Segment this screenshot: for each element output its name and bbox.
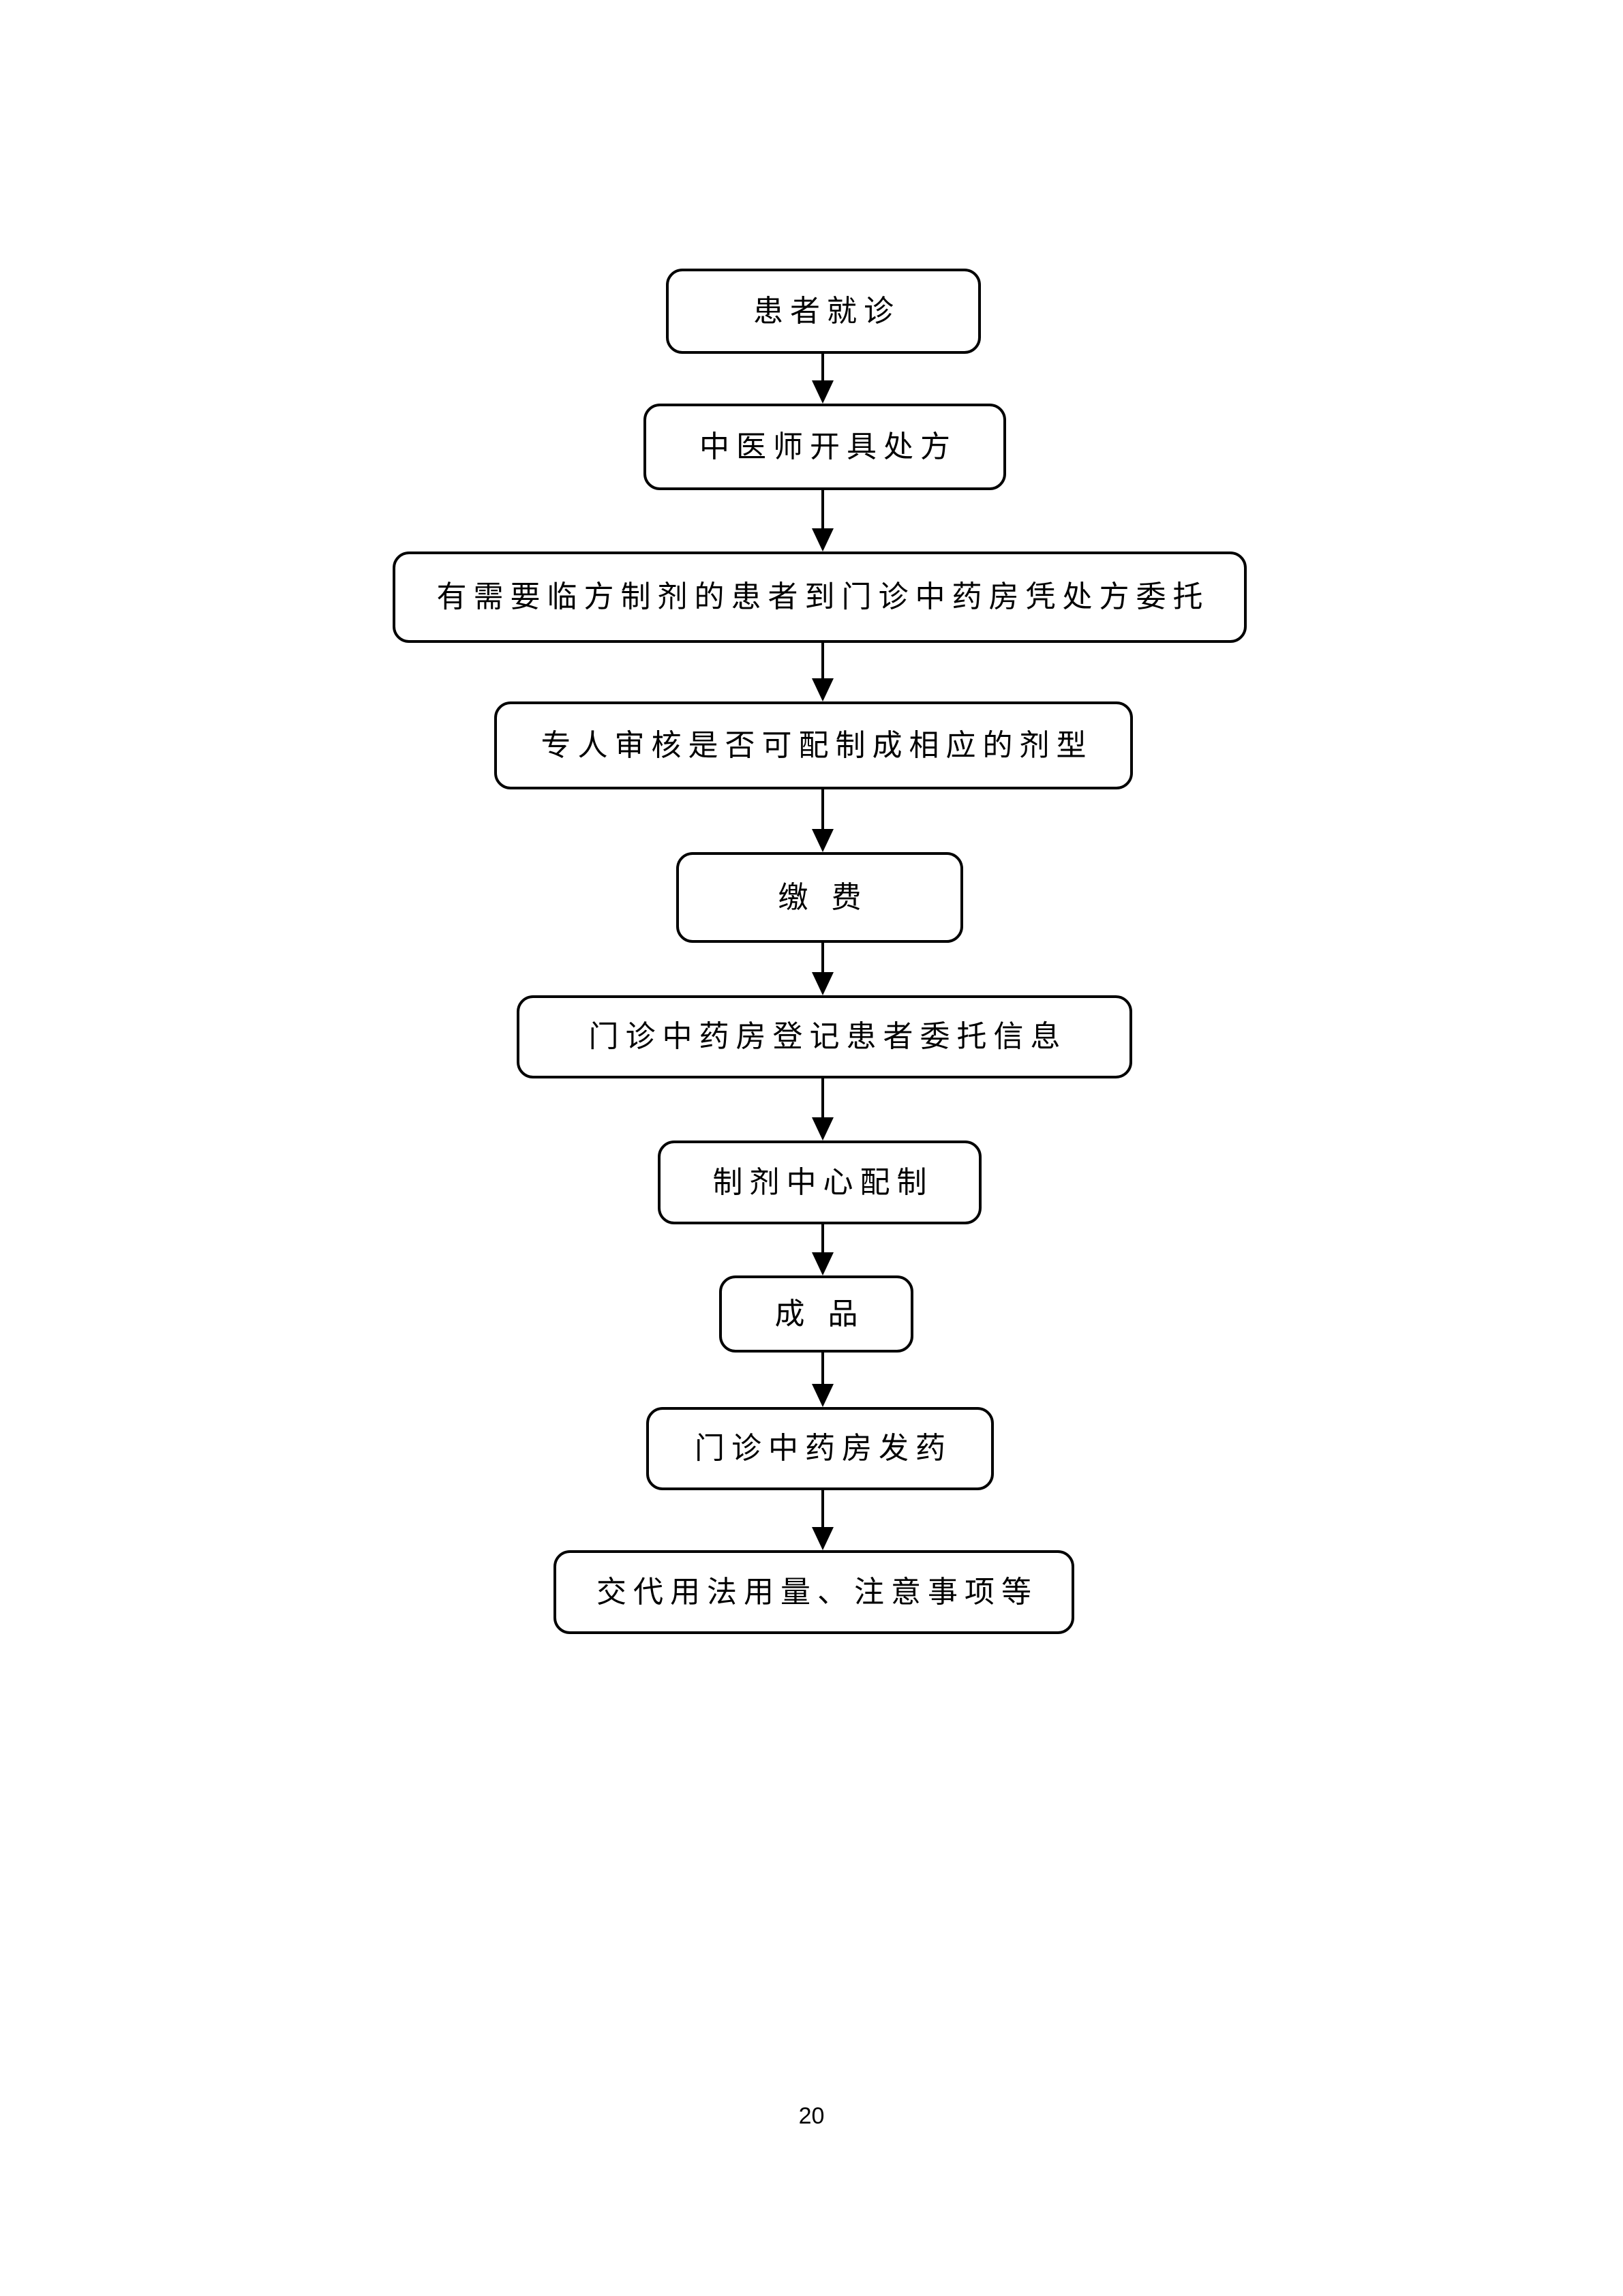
flow-node-dispense-medicine: 门诊中药房发药 [646,1407,994,1490]
flow-node-tcm-doctor-prescription: 中医师开具处方 [643,404,1006,490]
flow-node-register-entrust-info: 门诊中药房登记患者委托信息 [517,995,1132,1078]
flow-node-patient-visit: 患者就诊 [666,269,981,354]
flow-arrow-down [812,1353,834,1407]
flow-node-finished-product: 成 品 [719,1275,913,1353]
flow-node-patient-entrust-pharmacy: 有需要临方制剂的患者到门诊中药房凭处方委托 [393,552,1247,643]
flow-node-preparation-center: 制剂中心配制 [658,1141,982,1224]
flow-arrow-down [812,1224,834,1275]
flow-arrow-down [812,1077,834,1141]
flow-arrow-down [812,943,834,995]
flow-arrow-down [812,789,834,852]
flow-node-usage-instructions: 交代用法用量、注意事项等 [553,1550,1074,1634]
flow-arrow-down [812,1490,834,1550]
flow-node-payment: 缴 费 [676,852,963,943]
page-number: 20 [798,2103,825,2129]
flow-arrow-down [812,643,834,701]
flow-arrow-down [812,490,834,552]
flow-node-review-dosage-form: 专人审核是否可配制成相应的剂型 [494,701,1133,789]
flow-arrow-down [812,354,834,404]
